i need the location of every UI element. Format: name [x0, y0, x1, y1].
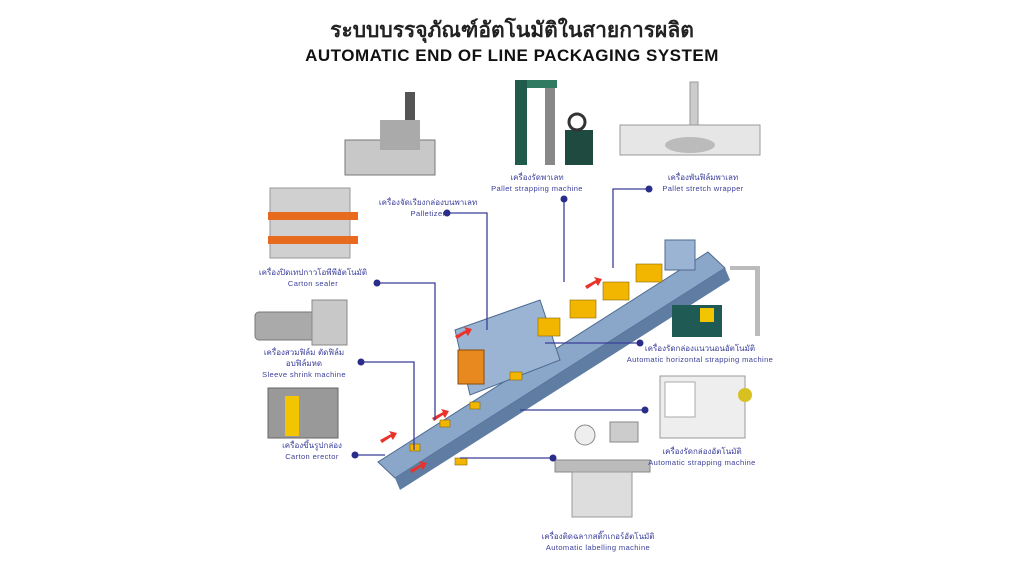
label-english: Pallet stretch wrapper	[662, 184, 744, 193]
connector-dots	[351, 185, 653, 462]
conveyor-line	[377, 239, 730, 490]
title-english: AUTOMATIC END OF LINE PACKAGING SYSTEM	[305, 46, 719, 65]
pallet-strapping-image	[515, 80, 593, 165]
label-thai: เครื่องรัดกล่องแนวนอนอัตโนมัติ	[644, 344, 756, 353]
automatic-strapping-image	[659, 375, 752, 439]
label-english: Carton sealer	[287, 279, 339, 288]
title-thai: ระบบบรรจุภัณฑ์อัตโนมัติในสายการผลิต	[330, 18, 694, 42]
wrapper-cell	[664, 239, 696, 271]
label-automatic-strapping: เครื่องรัดกล่องอัตโนมัติ Automatic strap…	[648, 446, 756, 468]
pallet-stretch-wrapper-image	[619, 81, 761, 156]
label-thai: เครื่องปิดเทปกาวโอพีพีอัตโนมัติ	[258, 268, 368, 277]
label-english: Palletizer	[410, 209, 446, 218]
labelling-image	[554, 421, 651, 518]
label-english: Automatic horizontal strapping machine	[626, 355, 774, 364]
label-pallet-strapping: เครื่องรัดพาเลท Pallet strapping machine	[491, 172, 583, 194]
palletizer-image	[344, 92, 436, 176]
label-thai-line2: อบฟิล์มหด	[285, 359, 323, 368]
product-boxes	[409, 263, 663, 466]
label-carton-sealer: เครื่องปิดเทปกาวโอพีพีอัตโนมัติ Carton s…	[259, 267, 367, 289]
sleeve-shrink-image	[254, 299, 348, 346]
label-thai: เครื่องพันฟิล์มพาเลท	[667, 173, 739, 182]
label-thai: เครื่องรัดกล่องอัตโนมัติ	[662, 447, 742, 456]
flow-arrows	[380, 277, 602, 473]
carton-sealer-image	[268, 187, 358, 259]
connector-lines	[355, 188, 649, 459]
label-thai: เครื่องจัดเรียงกล่องบนพาเลท	[378, 198, 478, 207]
label-english: Pallet strapping machine	[491, 184, 583, 193]
horizontal-strapping-image	[672, 266, 760, 337]
label-thai: เครื่องขึ้นรูปกล่อง	[282, 441, 342, 450]
label-pallet-stretch-wrapper: เครื่องพันฟิล์มพาเลท Pallet stretch wrap…	[662, 172, 743, 194]
label-thai: เครื่องติดฉลากสติ๊กเกอร์อัตโนมัติ	[541, 532, 655, 541]
label-thai: เครื่องสวมฟิล์ม ตัดฟิล์ม	[263, 348, 345, 357]
pallet-stack	[457, 349, 485, 385]
label-horizontal-strapping: เครื่องรัดกล่องแนวนอนอัตโนมัติ Automatic…	[627, 343, 774, 365]
label-english: Carton erector	[285, 452, 339, 461]
label-english: Automatic strapping machine	[648, 458, 756, 467]
carton-erector-image	[267, 387, 339, 439]
label-labelling: เครื่องติดฉลากสติ๊กเกอร์อัตโนมัติ Automa…	[541, 531, 654, 553]
label-english: Sleeve shrink machine	[262, 370, 346, 379]
label-carton-erector: เครื่องขึ้นรูปกล่อง Carton erector	[282, 440, 342, 462]
label-english: Automatic labelling machine	[545, 543, 651, 552]
label-palletizer: เครื่องจัดเรียงกล่องบนพาเลท Palletizer	[379, 197, 477, 219]
label-sleeve-shrink: เครื่องสวมฟิล์ม ตัดฟิล์ม อบฟิล์มหด Sleev…	[262, 347, 346, 380]
label-thai: เครื่องรัดพาเลท	[510, 173, 564, 182]
